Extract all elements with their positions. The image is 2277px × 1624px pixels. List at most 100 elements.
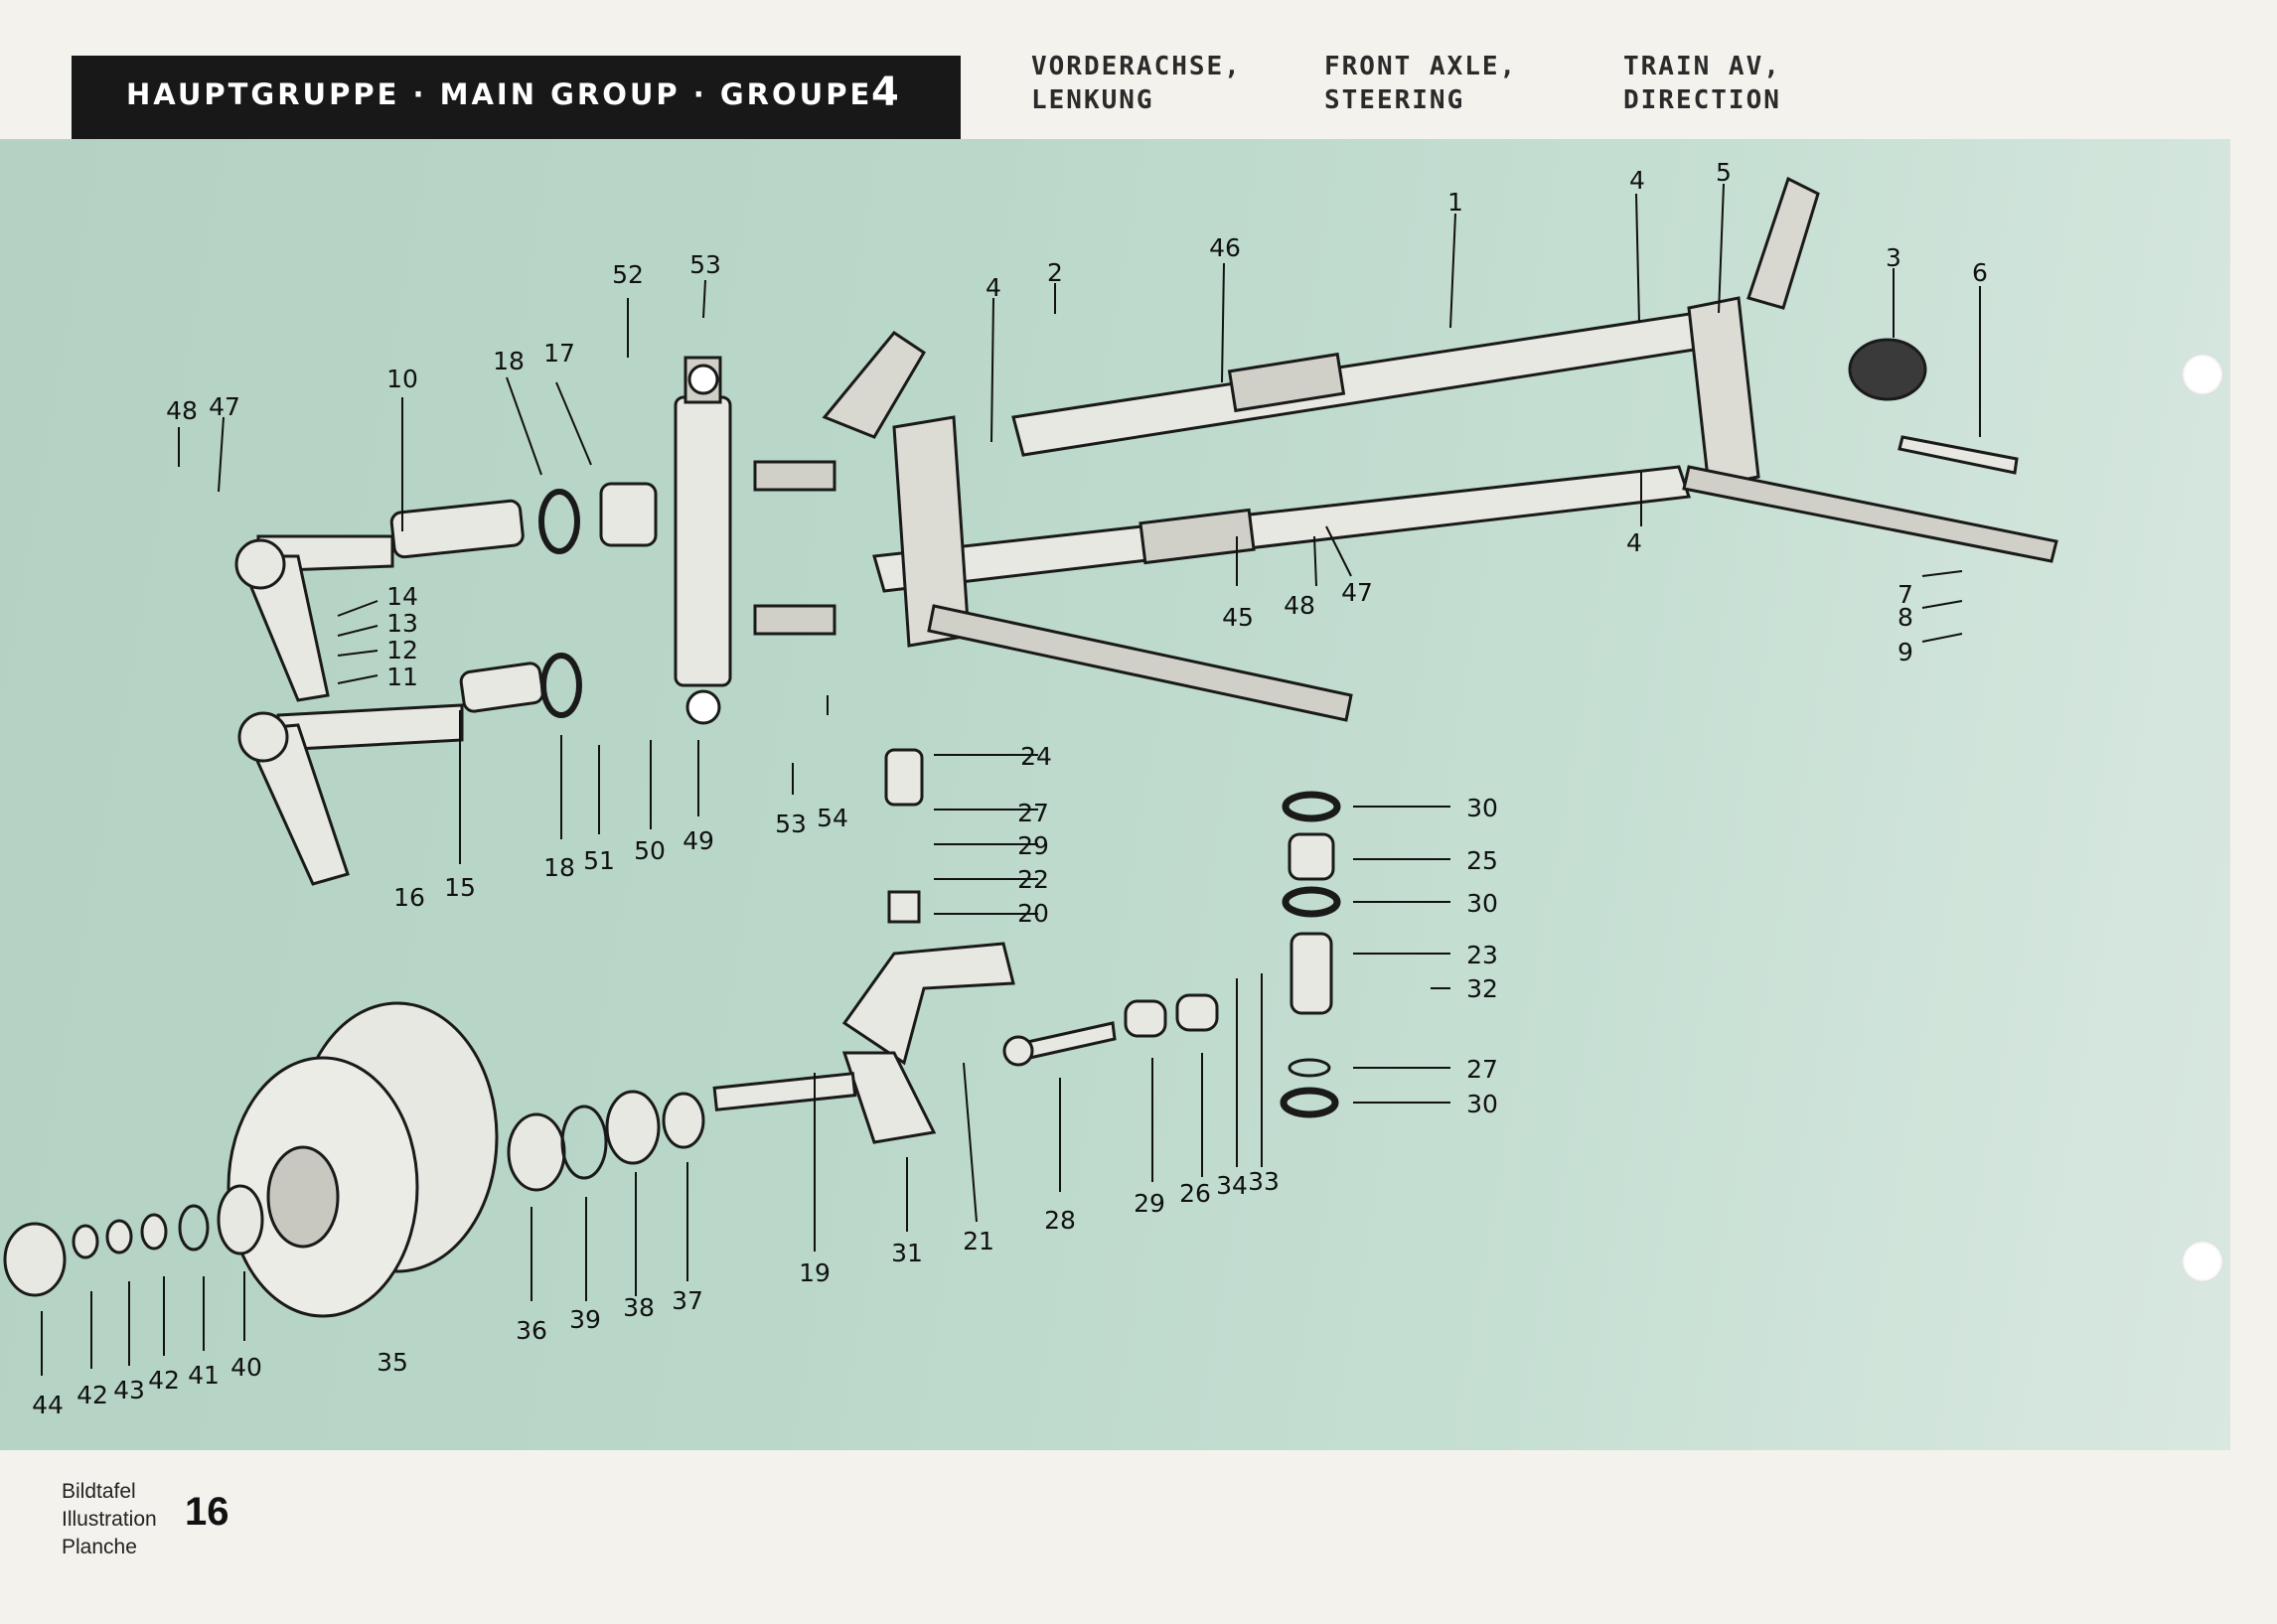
spacer-26 (1175, 993, 1219, 1032)
callout-15: 15 (444, 873, 476, 902)
callout-3: 3 (1886, 243, 1901, 272)
lower-axle-tube (872, 465, 1692, 593)
upper-link-arm (234, 499, 525, 702)
callout-34: 34 (1216, 1171, 1248, 1200)
callout-54: 54 (817, 804, 848, 832)
bracket-23 (1290, 932, 1333, 1015)
seal-18 (538, 489, 580, 554)
callout-17: 17 (543, 339, 575, 368)
group-number: 4 (871, 70, 899, 115)
callout-43: 43 (113, 1376, 145, 1404)
washer-42b (72, 1224, 99, 1259)
nut-43 (105, 1219, 133, 1255)
callout-50: 50 (634, 836, 666, 865)
upper-axle-tube (1011, 306, 1741, 457)
washer-27-right (1288, 1058, 1331, 1078)
brake-drum (227, 1001, 499, 1318)
callout-4a: 4 (986, 273, 1001, 302)
callout-52: 52 (612, 260, 644, 289)
group-label: HAUPTGRUPPE · MAIN GROUP · GROUPE (126, 77, 873, 111)
title-german-line2: LENKUNG (1031, 85, 1154, 115)
callout-45: 45 (1222, 603, 1254, 632)
callout-11: 11 (386, 663, 418, 691)
hub-cap (3, 1222, 67, 1297)
callout-10: 10 (386, 365, 418, 393)
callout-18a: 18 (493, 347, 525, 375)
callout-14: 14 (386, 582, 418, 611)
callout-31: 31 (891, 1239, 923, 1267)
callout-29b: 29 (1134, 1189, 1165, 1218)
seal-30-top (1282, 791, 1341, 822)
callout-51: 51 (583, 846, 615, 875)
callout-40: 40 (230, 1353, 262, 1382)
callout-12: 12 (386, 636, 418, 664)
callout-37: 37 (672, 1286, 703, 1315)
bolt-6 (1898, 435, 2019, 475)
footer-line-en: Illustration (62, 1508, 157, 1531)
bearing-40 (217, 1184, 264, 1255)
spacer-29 (1124, 999, 1167, 1038)
washer-42 (140, 1213, 168, 1251)
callout-8: 8 (1898, 603, 1913, 632)
callout-47b: 47 (1341, 578, 1373, 607)
callout-32: 32 (1466, 974, 1498, 1003)
callout-5: 5 (1716, 158, 1732, 187)
callout-18b: 18 (543, 853, 575, 882)
seal-18b (540, 653, 582, 718)
footer-line-de: Bildtafel (62, 1480, 136, 1503)
callout-42b: 42 (76, 1381, 108, 1409)
callout-39: 39 (569, 1305, 601, 1334)
washer-41 (178, 1204, 210, 1252)
lower-shaft-stub (753, 604, 836, 636)
callout-41: 41 (188, 1361, 220, 1390)
right-side-plate (1687, 296, 1760, 489)
ring-37 (662, 1092, 705, 1149)
leader-lines (41, 183, 1981, 1376)
right-mount-bracket (1682, 465, 2058, 563)
callout-25: 25 (1466, 846, 1498, 875)
callout-48a: 48 (166, 396, 198, 425)
title-french-line2: DIRECTION (1623, 85, 1781, 115)
title-english: FRONT AXLE, STEERING (1324, 50, 1517, 117)
callout-53a: 53 (689, 250, 721, 279)
shock-absorber (674, 356, 732, 725)
callout-7: 7 (1898, 580, 1913, 609)
header-group-bar: HAUPTGRUPPE · MAIN GROUP · GROUPE 4 (72, 56, 961, 139)
steering-knuckle (712, 942, 1015, 1144)
kingpin-28 (1002, 1021, 1117, 1067)
callout-16: 16 (393, 883, 425, 912)
callout-35: 35 (377, 1348, 408, 1377)
callout-47a: 47 (209, 392, 240, 421)
title-french-line1: TRAIN AV, (1623, 52, 1781, 81)
seal-30-bottom (1280, 1087, 1339, 1118)
bush-25 (1288, 832, 1335, 881)
title-german-line1: VORDERACHSE, (1031, 52, 1242, 81)
callout-30a: 30 (1466, 794, 1498, 822)
callout-28: 28 (1044, 1206, 1076, 1235)
callout-36: 36 (516, 1316, 547, 1345)
callout-2: 2 (1047, 258, 1063, 287)
callout-6: 6 (1972, 258, 1988, 287)
callout-30b: 30 (1466, 889, 1498, 918)
callout-49: 49 (683, 826, 714, 855)
left-torsion-arm (822, 330, 927, 439)
bearing-38 (605, 1090, 661, 1165)
fitting-24 (884, 748, 924, 807)
punch-hole-bottom (2182, 1241, 2223, 1282)
title-german: VORDERACHSE, LENKUNG (1031, 50, 1242, 117)
left-mount-bracket (927, 604, 1353, 722)
bearing-36 (507, 1112, 566, 1192)
right-torsion-arm (1746, 176, 1820, 310)
callout-20: 20 (1017, 899, 1049, 928)
callout-22: 22 (1017, 865, 1049, 894)
callout-30c: 30 (1466, 1090, 1498, 1118)
callout-42a: 42 (148, 1366, 180, 1395)
callout-23: 23 (1466, 941, 1498, 969)
punch-hole-top (2182, 354, 2223, 395)
callout-48b: 48 (1284, 591, 1315, 620)
callout-33: 33 (1248, 1167, 1280, 1196)
footer-plate-label: Bildtafel Illustration Planche 16 (62, 1478, 229, 1561)
lower-link-arm (237, 662, 544, 886)
seal-30-mid (1282, 886, 1341, 918)
